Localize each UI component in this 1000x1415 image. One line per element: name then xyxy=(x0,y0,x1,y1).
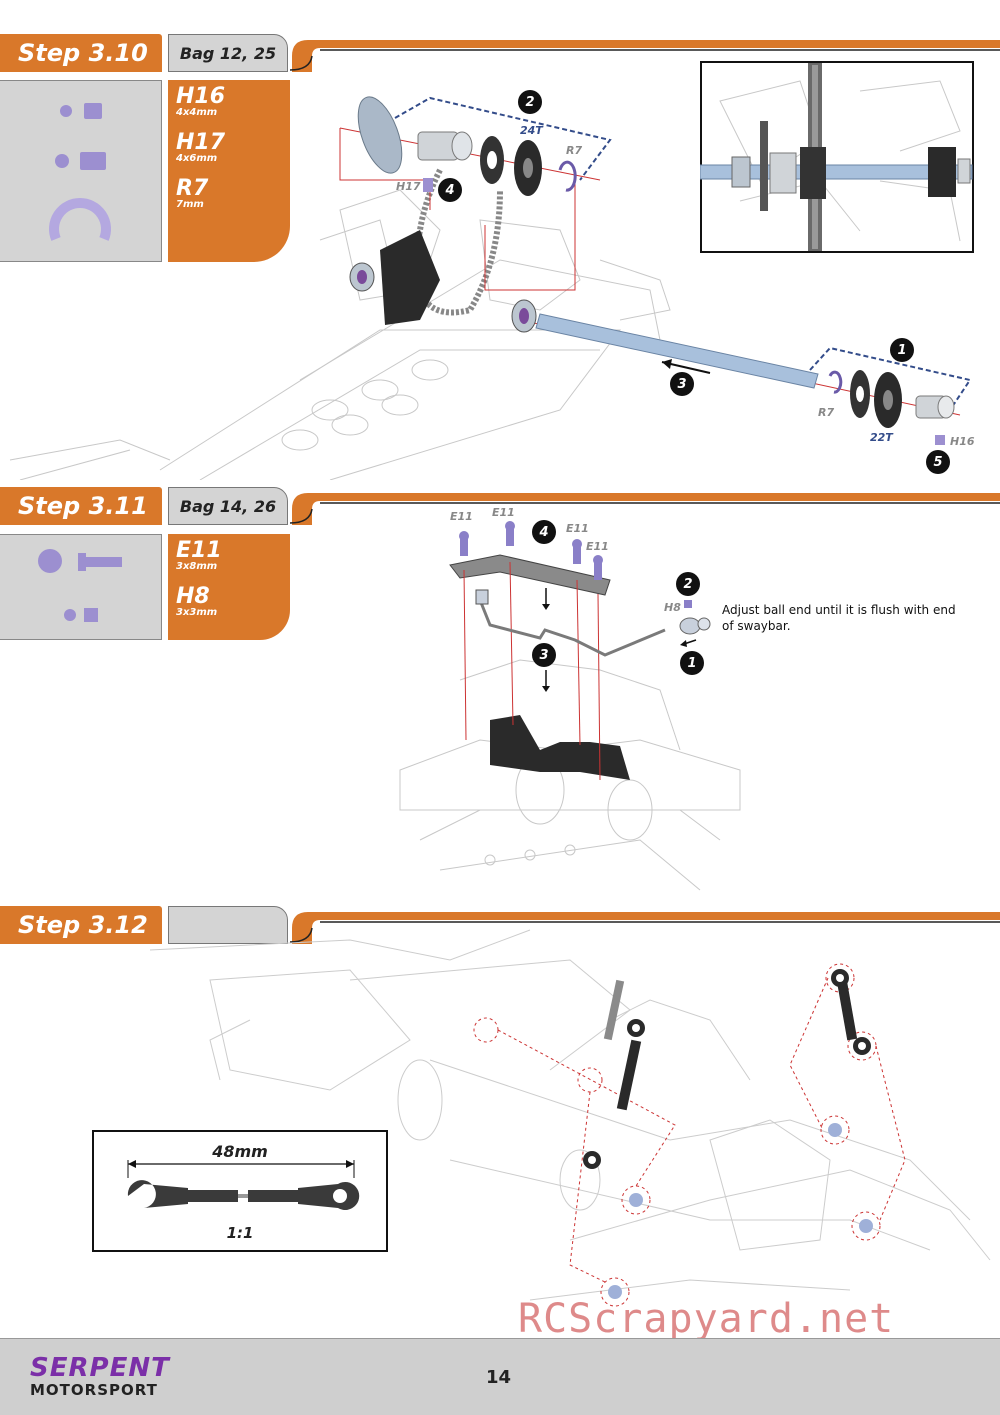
step-3-12-diagram xyxy=(150,929,991,1307)
step-3-11-parts-list: E11 3x8mm H8 3x3mm xyxy=(168,534,290,640)
parts-illustration xyxy=(49,103,111,241)
part-code: H16 xyxy=(176,84,226,109)
step-badge: 2 xyxy=(676,572,700,596)
ball-end-illustration xyxy=(679,600,711,647)
step-3-10-header-bar xyxy=(290,40,1000,72)
label-h16: H16 xyxy=(950,435,975,448)
turnbuckle-length: 48mm xyxy=(212,1142,268,1161)
step-3-10-parts-list: H16 4x4mm H17 4x6mm R7 7mm xyxy=(168,80,290,262)
step-3-10-inset xyxy=(700,61,974,253)
step-3-11-title: Step 3.11 xyxy=(0,487,162,525)
turnbuckle-scale: 1:1 xyxy=(226,1224,254,1242)
label-h17: H17 xyxy=(396,180,421,193)
label-h8: H8 xyxy=(664,601,681,614)
step-3-11-bag: Bag 14, 26 xyxy=(168,487,288,525)
step-badge: 3 xyxy=(532,643,556,667)
step-badge: 4 xyxy=(438,178,462,202)
step-3-12-header-bar xyxy=(290,912,1000,944)
page-number: 14 xyxy=(486,1367,512,1388)
parts-illustration xyxy=(38,549,122,622)
step-3-12-bag xyxy=(168,906,288,944)
part-code: H17 xyxy=(176,130,226,155)
label-e11: E11 xyxy=(450,510,473,523)
watermark: RCScrapyard.net xyxy=(518,1296,895,1342)
label-e11: E11 xyxy=(566,522,589,535)
label-gear-bottom: 22T xyxy=(870,431,893,444)
label-e11: E11 xyxy=(492,506,515,519)
step-3-12-title: Step 3.12 xyxy=(0,906,162,944)
step-badge: 1 xyxy=(680,651,704,675)
step-3-10-parts-images xyxy=(0,80,162,262)
part-size: 3x8mm xyxy=(176,561,218,572)
part-size: 3x3mm xyxy=(176,607,218,618)
step-badge: 2 xyxy=(518,90,542,114)
step-badge: 3 xyxy=(670,372,694,396)
step-3-11-header-bar xyxy=(290,493,1000,525)
page-footer: SERPENT MOTORSPORT 14 xyxy=(0,1338,1000,1415)
swaybar-note: Adjust ball end until it is flush with e… xyxy=(722,603,956,633)
label-r7-bottom: R7 xyxy=(818,406,835,419)
step-3-11-parts-images xyxy=(0,534,162,640)
step-3-10-title: Step 3.10 xyxy=(0,34,162,72)
part-code: H8 xyxy=(176,584,210,609)
label-gear-top: 24T xyxy=(520,124,543,137)
step-badge: 4 xyxy=(532,520,556,544)
brand-logo-top: SERPENT xyxy=(30,1353,170,1383)
part-size: 4x6mm xyxy=(176,153,218,164)
turnbuckle-illustration xyxy=(127,1160,360,1210)
step-3-10-bag: Bag 12, 25 xyxy=(168,34,288,72)
part-size: 7mm xyxy=(176,199,204,210)
part-code: E11 xyxy=(176,538,222,563)
part-code: R7 xyxy=(176,176,209,201)
brand-logo-bottom: MOTORSPORT xyxy=(30,1381,158,1399)
step-3-10-diagram xyxy=(9,96,972,480)
label-r7-top: R7 xyxy=(566,144,583,157)
step-badge: 1 xyxy=(890,338,914,362)
step-3-11-diagram xyxy=(399,521,741,891)
turnbuckle-length-box: 48mm 1:1 xyxy=(92,1130,388,1252)
label-e11: E11 xyxy=(586,540,609,553)
step-badge: 5 xyxy=(926,450,950,474)
part-size: 4x4mm xyxy=(176,107,218,118)
